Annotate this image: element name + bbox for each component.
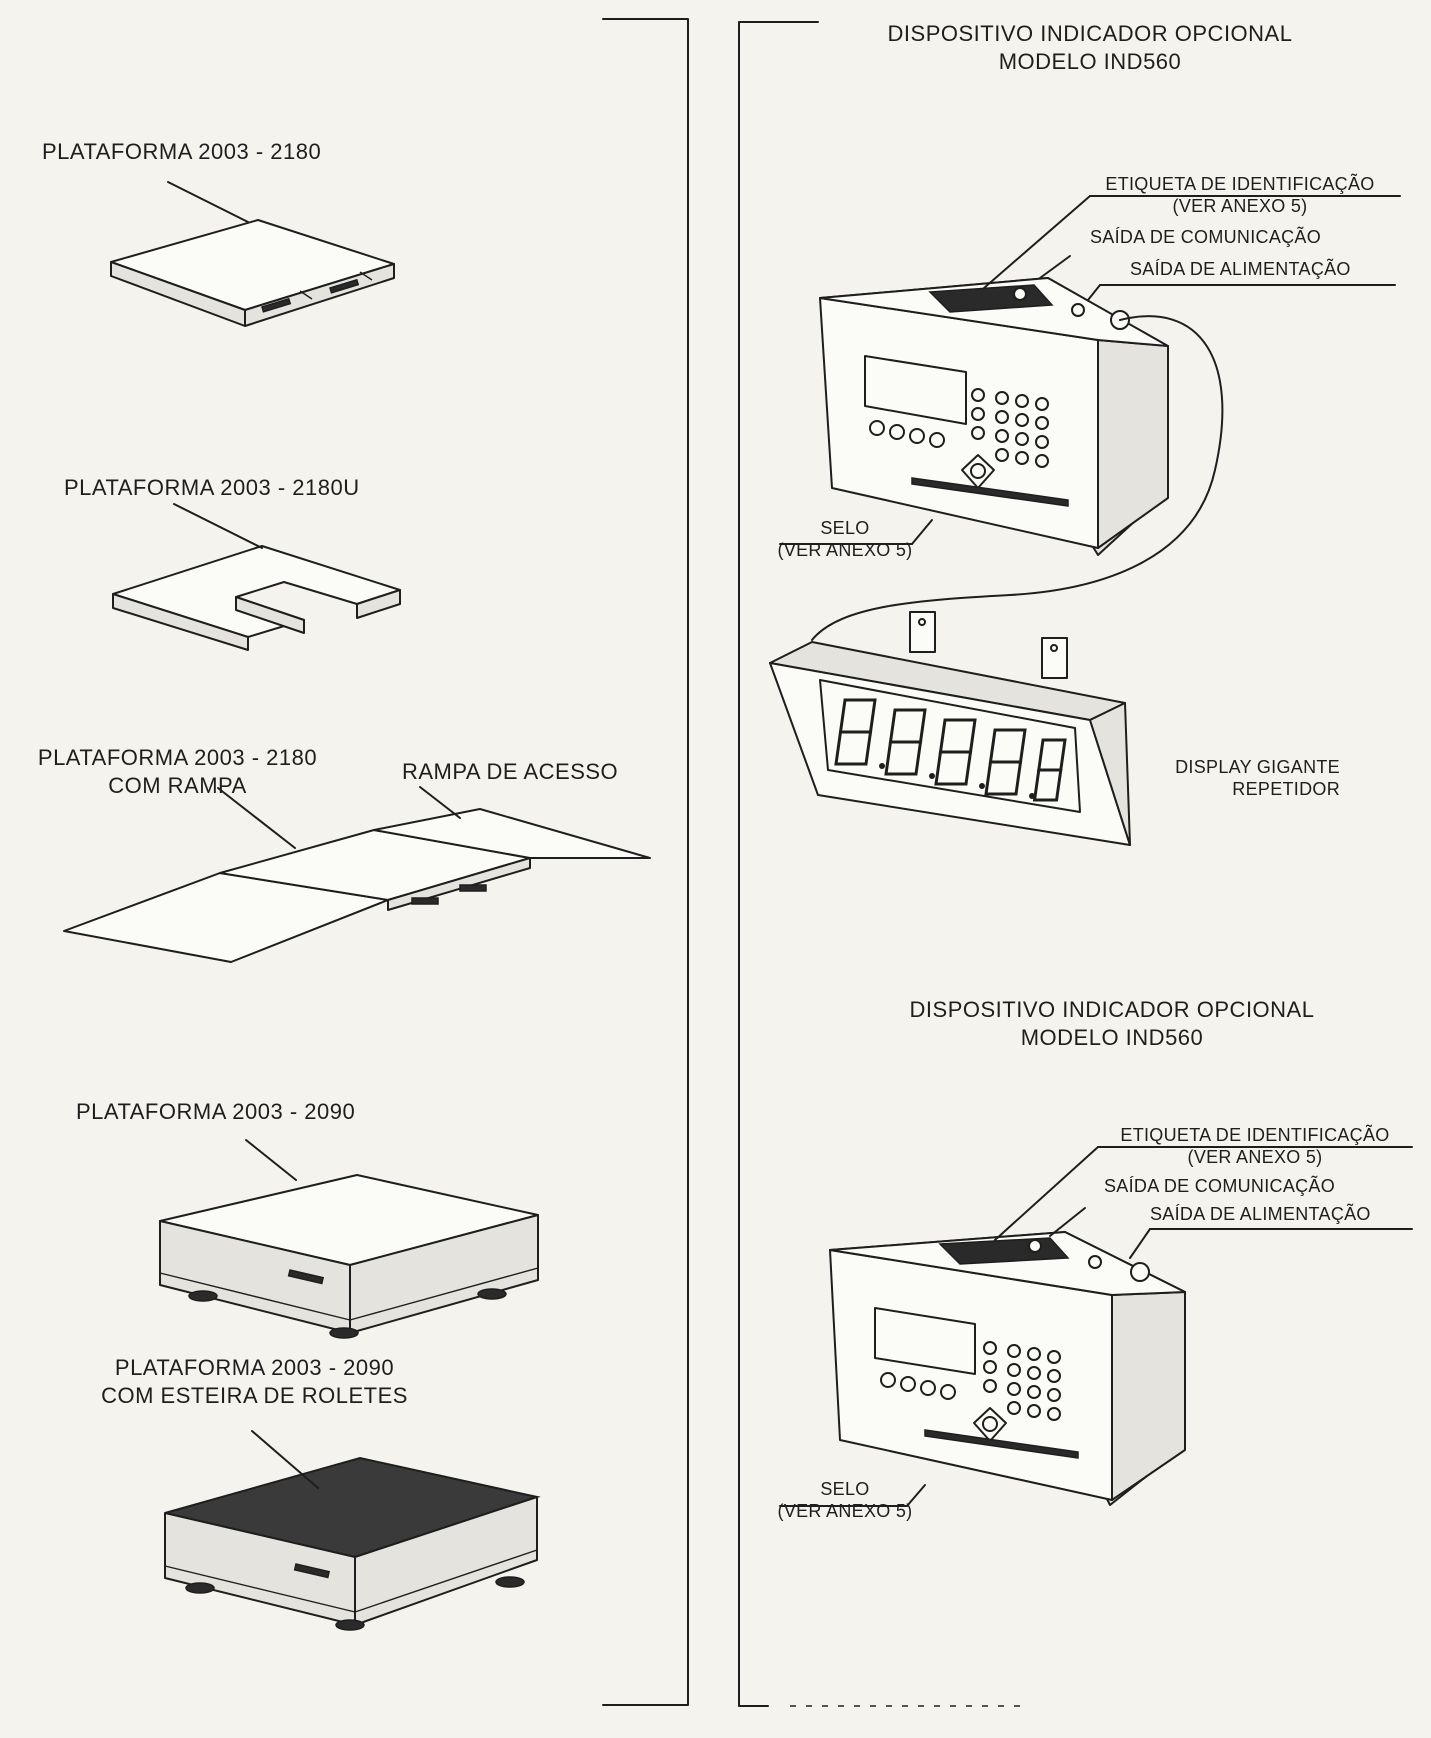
platform-2090-label: PLATAFORMA 2003 - 2090 (76, 1099, 356, 1124)
top-seal-label-line1: SELO (820, 518, 870, 538)
terminal-top-drawing (811, 277, 1224, 641)
bottom-id-label: ETIQUETA DE IDENTIFICAÇÃO (VER ANEXO 5) (1090, 1124, 1420, 1168)
platform-2180u-label: PLATAFORMA 2003 - 2180U (64, 475, 360, 500)
ramp-label: RAMPA DE ACESSO (402, 759, 619, 784)
bottom-seal-label-line2: (VER ANEXO 5) (777, 1501, 913, 1521)
bottom-comm-output-label: SAÍDA DE COMUNICAÇÃO (1104, 1176, 1336, 1196)
giant-display-label: DISPLAY GIGANTE REPETIDOR (1120, 756, 1340, 800)
bottom-seal-label: SELO (VER ANEXO 5) (770, 1478, 920, 1522)
platform-2180-ramp-label-line2: COM RAMPA (108, 773, 247, 798)
giant-display-label-line1: DISPLAY GIGANTE (1175, 757, 1340, 777)
giant-display-drawing (769, 611, 1131, 846)
top-terminal-title-line1: DISPOSITIVO INDICADOR OPCIONAL (887, 21, 1293, 46)
platform-2180-label: PLATAFORMA 2003 - 2180 (42, 139, 322, 164)
bottom-id-label-line2: (VER ANEXO 5) (1187, 1147, 1323, 1167)
bottom-seal-label-line1: SELO (820, 1479, 870, 1499)
platform-2180-ramp-label: PLATAFORMA 2003 - 2180 COM RAMPA (0, 744, 355, 800)
terminal-top-leaders (779, 195, 1401, 545)
platform-2180u-drawing (112, 503, 401, 651)
bottom-power-output-label: SAÍDA DE ALIMENTAÇÃO (1150, 1204, 1371, 1224)
giant-display-label-line2: REPETIDOR (1232, 779, 1340, 799)
platform-2180-ramp-label-line1: PLATAFORMA 2003 - 2180 (37, 745, 318, 770)
top-terminal-title-line2: MODELO IND560 (998, 49, 1182, 74)
terminal-bottom-keypad (983, 1341, 1061, 1421)
platform-2090-roller-label: PLATAFORMA 2003 - 2090 COM ESTEIRA DE RO… (62, 1354, 447, 1410)
bottom-terminal-title-line2: MODELO IND560 (1020, 1025, 1204, 1050)
platform-with-ramp-drawing (63, 786, 651, 963)
bottom-terminal-title: DISPOSITIVO INDICADOR OPCIONAL MODELO IN… (872, 996, 1352, 1052)
platform-2090-roller-drawing (164, 1430, 541, 1631)
left-panel-frame (602, 18, 689, 1706)
bottom-id-label-line1: ETIQUETA DE IDENTIFICAÇÃO (1120, 1125, 1390, 1145)
top-power-output-label: SAÍDA DE ALIMENTAÇÃO (1130, 259, 1351, 279)
right-panel-frame (738, 21, 1030, 1707)
platform-2090-roller-label-line1: PLATAFORMA 2003 - 2090 (114, 1355, 395, 1380)
platform-2090-drawing (159, 1139, 539, 1339)
terminal-bottom-drawing (829, 1231, 1186, 1506)
platform-2180-drawing (110, 181, 395, 327)
terminal-bottom-leaders (779, 1146, 1413, 1507)
giant-display-digits (834, 698, 1067, 802)
top-id-label: ETIQUETA DE IDENTIFICAÇÃO (VER ANEXO 5) (1075, 173, 1405, 217)
terminal-top-keypad (971, 388, 1049, 468)
top-seal-label-line2: (VER ANEXO 5) (777, 540, 913, 560)
top-comm-output-label: SAÍDA DE COMUNICAÇÃO (1090, 227, 1322, 247)
top-seal-label: SELO (VER ANEXO 5) (770, 517, 920, 561)
platform-2090-roller-label-line2: COM ESTEIRA DE ROLETES (101, 1383, 408, 1408)
top-terminal-title: DISPOSITIVO INDICADOR OPCIONAL MODELO IN… (850, 20, 1330, 76)
top-id-label-line1: ETIQUETA DE IDENTIFICAÇÃO (1105, 174, 1375, 194)
bottom-terminal-title-line1: DISPOSITIVO INDICADOR OPCIONAL (909, 997, 1315, 1022)
top-id-label-line2: (VER ANEXO 5) (1172, 196, 1308, 216)
